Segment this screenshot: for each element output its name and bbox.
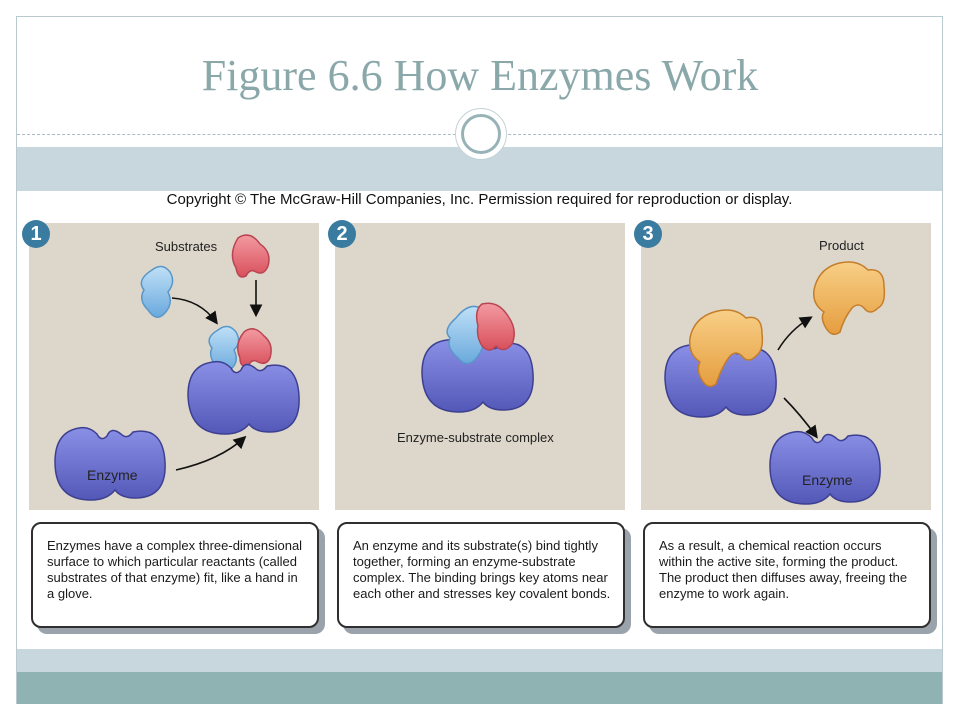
substrate-blue-1	[140, 265, 174, 318]
slide-title: Figure 6.6 How Enzymes Work	[201, 51, 759, 100]
bottom-band-teal	[17, 672, 942, 704]
label-product: Product	[819, 238, 864, 253]
description-box-1: Enzymes have a complex three-dimensional…	[31, 522, 319, 628]
arrow-enzyme-free	[783, 397, 818, 439]
step-3-badge: 3	[634, 220, 662, 248]
description-box-2: An enzyme and its substrate(s) bind tigh…	[337, 522, 625, 628]
description-box-3: As a result, a chemical reaction occurs …	[643, 522, 931, 628]
step-1-badge: 1	[22, 220, 50, 248]
label-substrates: Substrates	[155, 239, 218, 254]
panel-3-art	[664, 261, 886, 505]
label-enzyme-substrate-complex: Enzyme-substrate complex	[397, 430, 554, 445]
label-enzyme-3: Enzyme	[802, 472, 853, 488]
substrate-red-approach	[237, 328, 272, 368]
enzyme-1	[54, 426, 166, 501]
substrate-red-bound	[475, 302, 515, 351]
product-bound	[688, 309, 764, 387]
arrow-enzyme-to-binding	[175, 435, 247, 471]
enzyme-3	[769, 430, 881, 505]
substrate-red-1	[231, 234, 270, 278]
copyright-notice: Copyright © The McGraw-Hill Companies, I…	[166, 191, 793, 208]
panel-2-art	[421, 302, 534, 413]
arrow-product-out	[777, 316, 813, 351]
product-released	[812, 261, 886, 335]
label-enzyme-1: Enzyme	[87, 467, 138, 483]
enzyme-with-substrates-1	[187, 360, 300, 435]
arrow-blue-to-enzyme	[171, 297, 218, 325]
panel-1-art	[54, 234, 300, 501]
divider-ring-icon	[455, 108, 507, 160]
bottom-band-light	[17, 649, 942, 672]
step-2-badge: 2	[328, 220, 356, 248]
